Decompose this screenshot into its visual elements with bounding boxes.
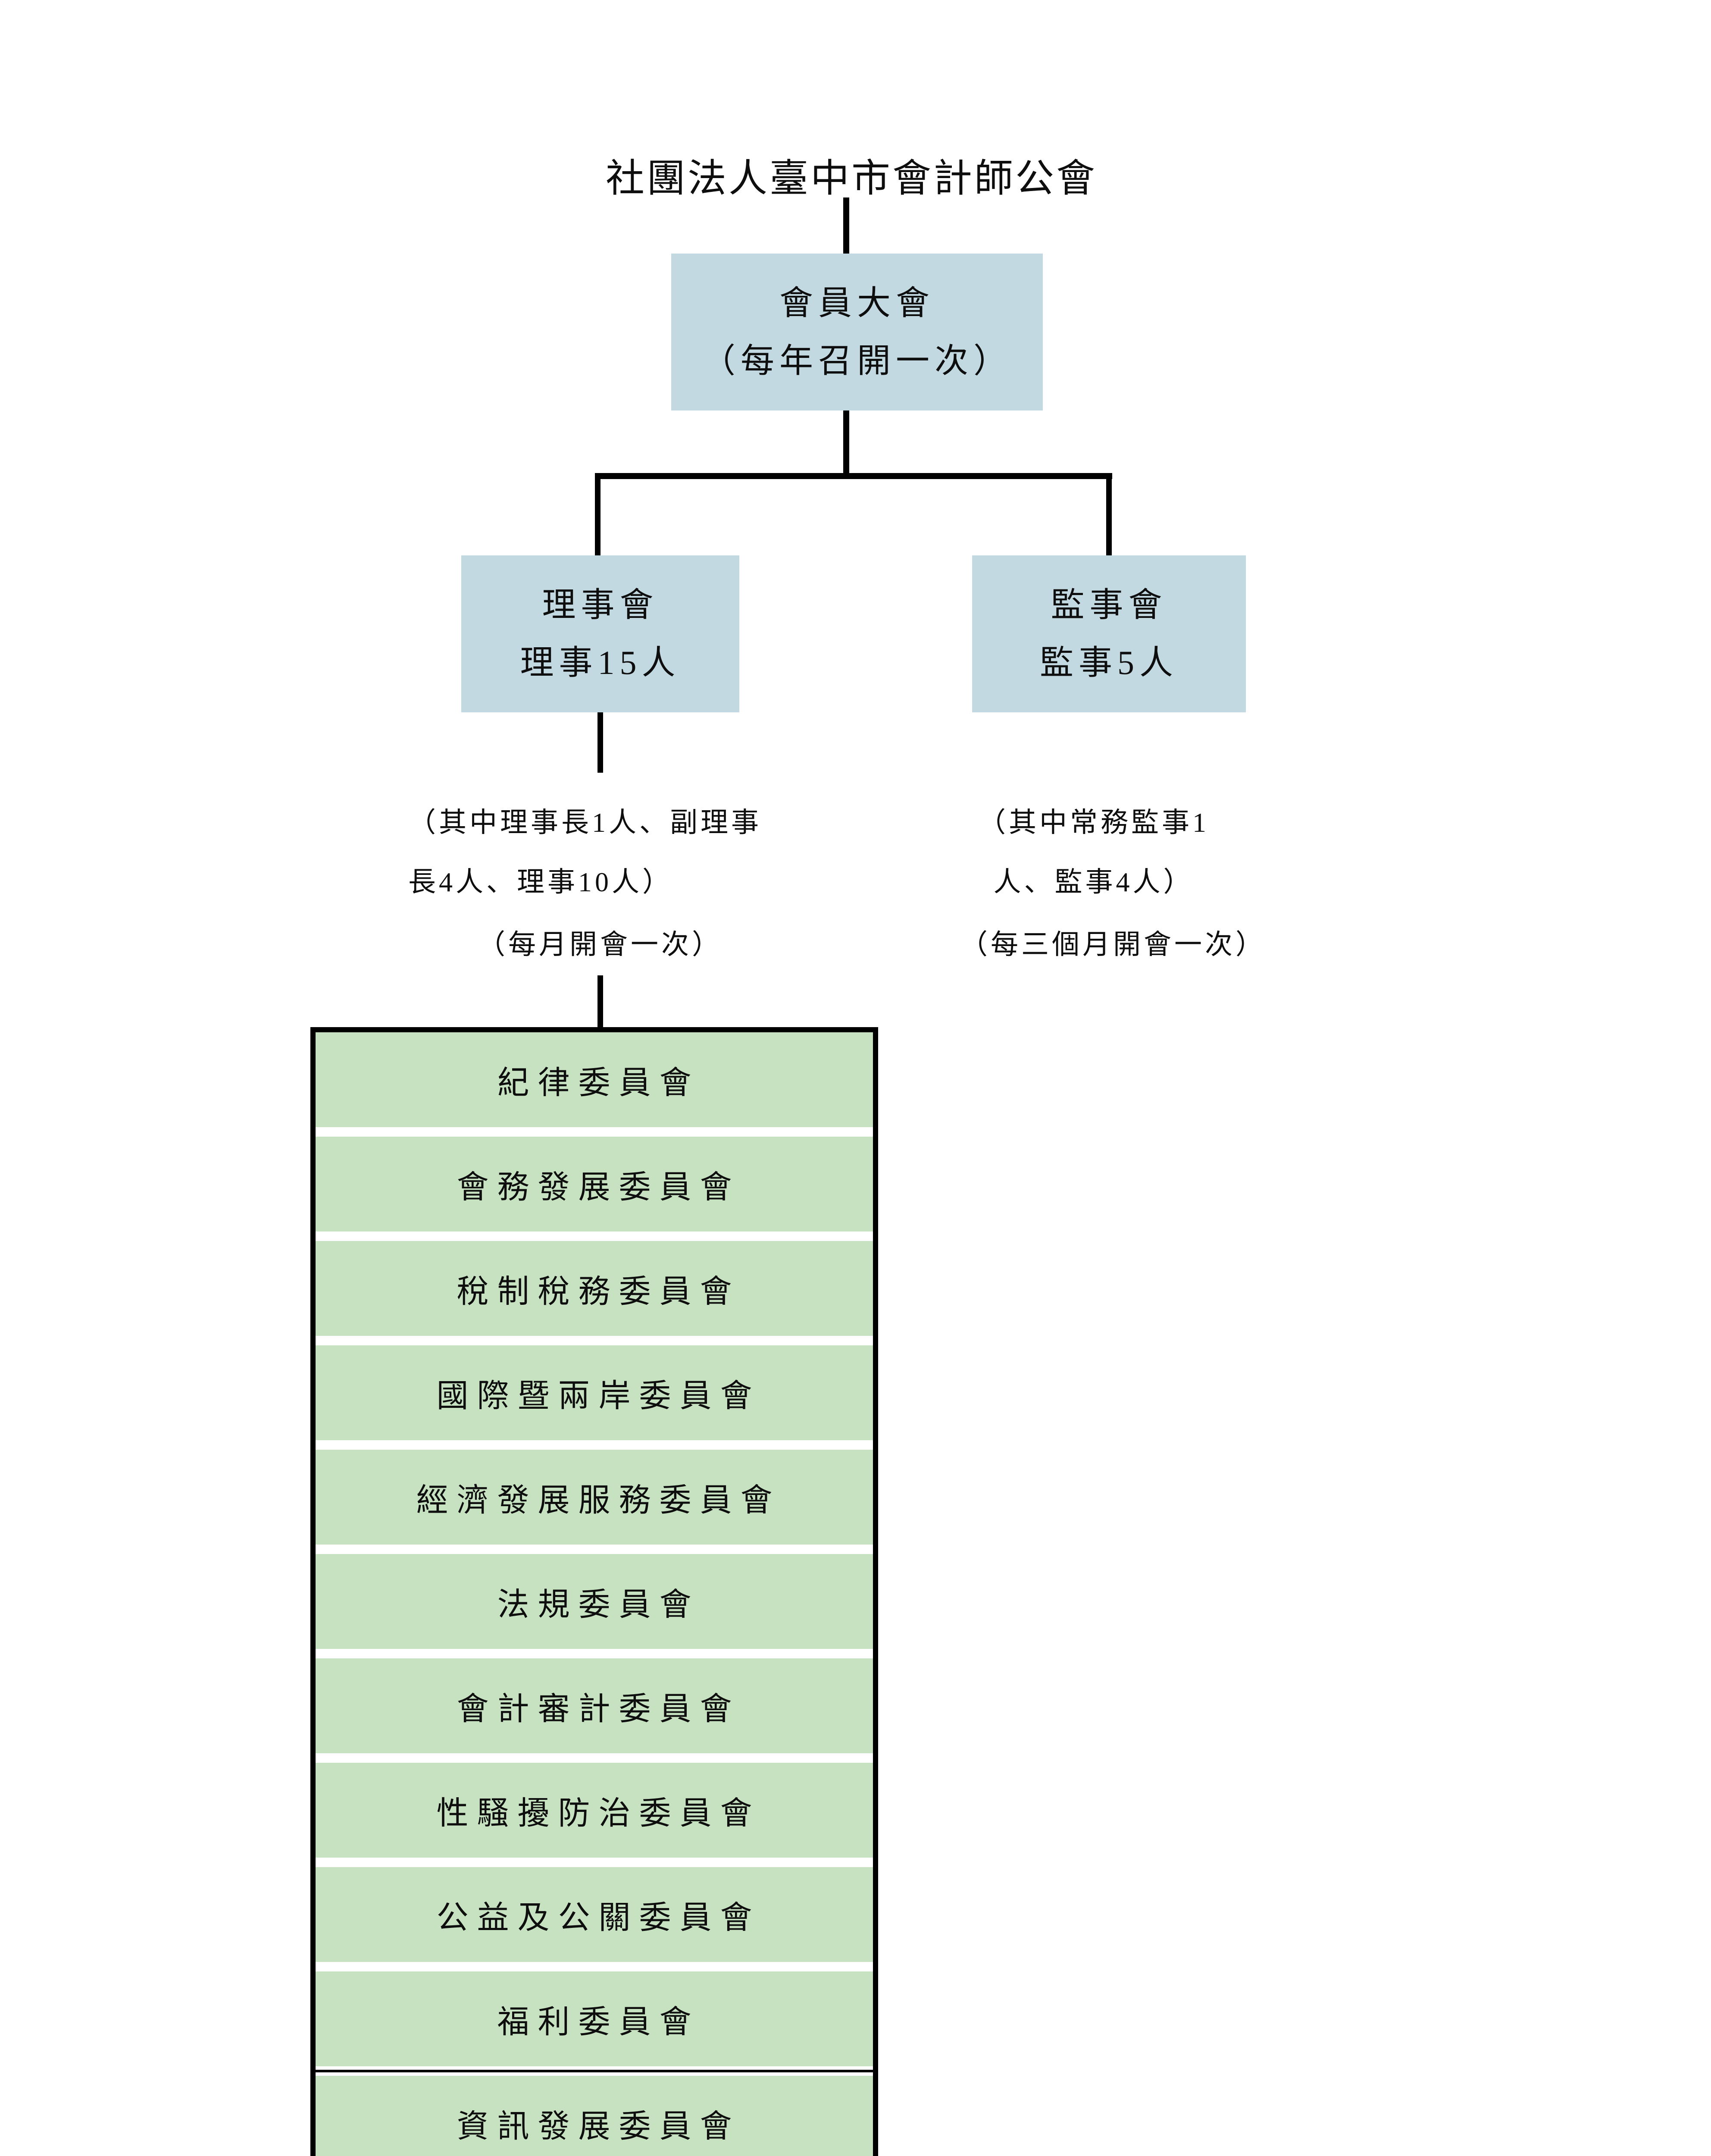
supervisors-note-line1: （其中常務監事1 bbox=[978, 807, 1209, 838]
committee-row: 資訊發展委員會 bbox=[316, 2076, 873, 2156]
supervisors-note: （其中常務監事1 人、監事4人） bbox=[900, 793, 1288, 912]
supervisors-members-count: 監事5人 bbox=[1039, 644, 1178, 681]
board-meeting-note: （每月開會一次） bbox=[478, 929, 723, 960]
supervisors-note-line2: 人、監事4人） bbox=[993, 867, 1194, 897]
committee-row: 福利委員會 bbox=[316, 1971, 873, 2066]
board-note: （其中理事長1人、副理事 長4人、理事10人） bbox=[408, 793, 904, 912]
assembly-frequency: （每年召開一次） bbox=[701, 342, 1012, 379]
supervisors-title: 監事會 bbox=[1051, 586, 1167, 624]
assembly-title: 會員大會 bbox=[779, 284, 935, 322]
connector-horizontal-bar bbox=[595, 473, 1112, 479]
committee-row: 會務發展委員會 bbox=[316, 1137, 873, 1232]
committee-row: 紀律委員會 bbox=[316, 1032, 873, 1127]
board-note-line1: （其中理事長1人、副理事 bbox=[408, 807, 762, 838]
connector-drop-right bbox=[1106, 473, 1112, 556]
connector-board-down bbox=[597, 712, 603, 773]
committee-section-divider bbox=[310, 2070, 878, 2072]
page-title: 社團法人臺中市會計師公會 bbox=[606, 157, 1097, 200]
committee-row: 稅制稅務委員會 bbox=[316, 1241, 873, 1336]
committee-row: 性騷擾防治委員會 bbox=[316, 1763, 873, 1858]
board-box: 理事會 理事15人 bbox=[461, 555, 739, 712]
committees-container: 紀律委員會 會務發展委員會 稅制稅務委員會 國際暨兩岸委員會 經濟發展服務委員會… bbox=[310, 1027, 878, 2156]
board-title: 理事會 bbox=[542, 586, 659, 624]
committee-row: 法規委員會 bbox=[316, 1554, 873, 1649]
board-note-line2: 長4人、理事10人） bbox=[408, 867, 673, 897]
supervisors-meeting-note: （每三個月開會一次） bbox=[960, 929, 1266, 960]
assembly-box: 會員大會 （每年召開一次） bbox=[671, 254, 1043, 411]
board-members-count: 理事15人 bbox=[520, 644, 681, 681]
supervisors-box: 監事會 監事5人 bbox=[972, 555, 1246, 712]
connector-drop-left bbox=[595, 473, 601, 556]
connector-title-to-assembly bbox=[843, 197, 849, 254]
connector-assembly-down bbox=[843, 410, 849, 474]
committee-row: 國際暨兩岸委員會 bbox=[316, 1345, 873, 1440]
committee-row: 公益及公關委員會 bbox=[316, 1867, 873, 1962]
committee-row: 經濟發展服務委員會 bbox=[316, 1450, 873, 1545]
committee-row: 會計審計委員會 bbox=[316, 1658, 873, 1753]
connector-to-committees bbox=[597, 975, 603, 1028]
